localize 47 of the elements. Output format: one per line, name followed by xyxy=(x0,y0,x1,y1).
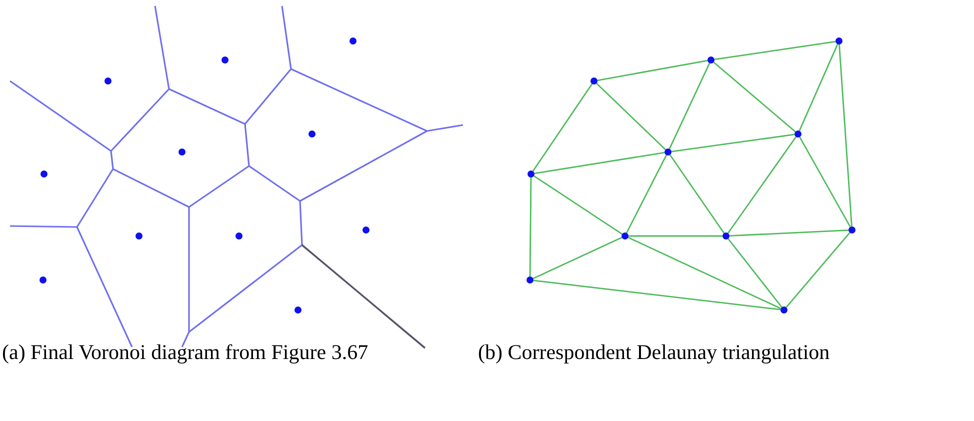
triangulation-edge xyxy=(532,84,593,172)
point-dot xyxy=(104,78,112,84)
triangulation-edge xyxy=(533,280,781,310)
point-dot xyxy=(848,226,856,234)
point-dot xyxy=(780,306,788,314)
point-dot xyxy=(40,170,48,178)
triangulation-edge xyxy=(838,44,852,227)
point-dot xyxy=(664,148,672,156)
triangulation-edge xyxy=(628,236,782,310)
triangulation-edge xyxy=(534,152,665,174)
triangulation-edge xyxy=(534,175,622,235)
triangulation-edge xyxy=(713,62,796,132)
figure-caption: (a) Final Voronoi diagram from Figure 3.67 xyxy=(2,340,370,364)
triangulation-edge xyxy=(714,40,836,60)
point-dot xyxy=(40,276,46,284)
triangulation-edge xyxy=(728,238,782,308)
triangulation-edge xyxy=(669,154,725,234)
triangulation-edge xyxy=(626,154,668,234)
point-dot xyxy=(528,170,534,178)
point-dot xyxy=(222,56,228,64)
point-dot xyxy=(178,148,186,156)
triangulation-edge xyxy=(727,136,797,234)
point-dot xyxy=(308,130,316,138)
triangulation-edge xyxy=(786,232,850,308)
point-dot xyxy=(794,130,802,138)
triangulation-edge xyxy=(529,178,532,276)
point-dot xyxy=(350,38,356,44)
point-dot xyxy=(526,276,534,284)
triangulation-edge xyxy=(596,82,666,150)
figure-caption: (b) Correspondent Delaunay triangulation xyxy=(478,340,831,364)
point-dot xyxy=(708,56,714,64)
triangulation-edge xyxy=(671,134,795,152)
point-dot xyxy=(622,232,628,240)
triangulation-edge xyxy=(628,235,722,237)
triangulation-edge xyxy=(668,62,710,150)
triangulation-edge xyxy=(799,136,851,228)
point-dot xyxy=(294,306,302,314)
triangulation-edge xyxy=(729,229,849,237)
point-dot xyxy=(236,232,242,240)
point-dot xyxy=(722,232,730,240)
point-dot xyxy=(136,232,142,240)
point-dot xyxy=(362,226,370,234)
triangulation-edge xyxy=(532,236,622,280)
point-dot xyxy=(836,38,842,44)
triangulation-edge xyxy=(798,44,838,132)
point-dot xyxy=(590,78,598,84)
triangulation-edge xyxy=(597,60,708,82)
